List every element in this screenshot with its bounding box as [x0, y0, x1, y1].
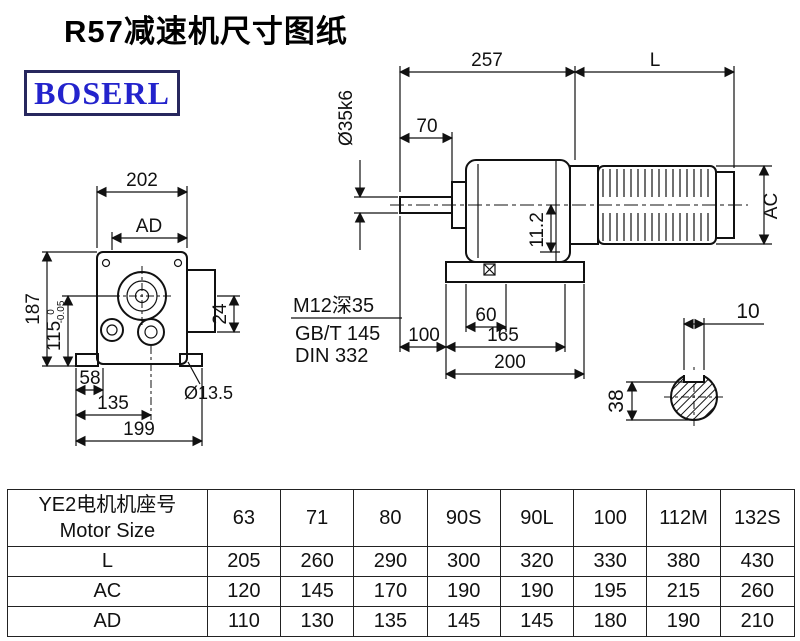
shaft-section-view: 10 38 — [605, 300, 764, 427]
table-cell: 180 — [573, 606, 648, 637]
dim-100-label: 100 — [408, 325, 440, 346]
column-header: 90L — [499, 489, 575, 547]
dim-ad-label: AD — [136, 216, 162, 237]
dim-165-label: 165 — [487, 325, 519, 346]
table-cell: 170 — [353, 576, 428, 607]
dim-10-label: 10 — [736, 300, 759, 323]
table-cell: 145 — [280, 576, 355, 607]
dim-60-label: 60 — [475, 305, 496, 326]
column-header: 112M — [646, 489, 721, 547]
table-row-l: L 205 260 290 300 320 330 380 430 — [7, 546, 796, 577]
dim-70-label: 70 — [416, 116, 437, 137]
front-view-outline — [75, 251, 216, 420]
row-label: AD — [7, 606, 208, 637]
table-cell: 260 — [280, 546, 355, 577]
table-cell: 190 — [646, 606, 721, 637]
column-header: 100 — [573, 489, 648, 547]
std-note-2-label: DIN 332 — [295, 345, 368, 367]
table-cell: 120 — [206, 576, 282, 607]
motor-size-header-cn: YE2电机机座号 — [38, 494, 177, 516]
brand-logo-text: BOSERL — [34, 75, 170, 111]
column-header: 90S — [426, 489, 501, 547]
dim-115-tol-upper: 0 — [46, 309, 57, 315]
dim-ac-label: AC — [761, 193, 782, 219]
dim-24-label: 24 — [210, 303, 231, 325]
table-cell: 210 — [719, 606, 796, 637]
table-cell: 330 — [573, 546, 648, 577]
table-cell: 190 — [499, 576, 575, 607]
table-cell: 195 — [573, 576, 648, 607]
table-cell: 110 — [206, 606, 282, 637]
dim-115-tol-lower: -0.05 — [56, 300, 67, 323]
oil-plug-icon — [483, 263, 496, 276]
front-view-dimensions: 202 AD 187 115 0 -0.05 24 — [23, 170, 240, 447]
page-title: R57减速机尺寸图纸 — [64, 14, 348, 49]
dim-187-label: 187 — [23, 293, 44, 325]
table-cell: 190 — [426, 576, 501, 607]
dim-58-label: 58 — [79, 368, 100, 389]
brand-logo: BOSERL — [24, 70, 180, 116]
dia-foot-hole-label: Ø13.5 — [184, 383, 233, 403]
table-cell: 145 — [426, 606, 501, 637]
table-cell: 260 — [719, 576, 796, 607]
std-note-1-label: GB/T 145 — [295, 323, 380, 345]
column-header: 63 — [206, 489, 282, 547]
dia-shaft-label: Ø35k6 — [336, 90, 357, 146]
table-cell: 215 — [646, 576, 721, 607]
dim-200-label: 200 — [494, 352, 526, 373]
table-cell: 320 — [499, 546, 575, 577]
side-view-outline — [390, 159, 748, 283]
table-cell: 135 — [353, 606, 428, 637]
table-row-ac: AC 120 145 170 190 190 195 215 260 — [7, 576, 796, 607]
column-header: 80 — [353, 489, 428, 547]
dim-202-label: 202 — [126, 170, 158, 191]
table-cell: 430 — [719, 546, 796, 577]
motor-size-table: YE2电机机座号 Motor Size 63 71 80 90S 90L 100… — [7, 489, 796, 637]
table-cell: 290 — [353, 546, 428, 577]
dim-38-label: 38 — [605, 389, 628, 412]
motor-size-header-cell: YE2电机机座号 Motor Size — [7, 489, 208, 547]
dim-l-label: L — [650, 50, 661, 71]
motor-size-header-en: Motor Size — [59, 520, 156, 542]
table-cell: 300 — [426, 546, 501, 577]
column-header: 71 — [280, 489, 355, 547]
row-label: L — [7, 546, 208, 577]
row-label: AC — [7, 576, 208, 607]
dim-199-label: 199 — [123, 419, 155, 440]
table-cell: 205 — [206, 546, 282, 577]
table-header-row: YE2电机机座号 Motor Size 63 71 80 90S 90L 100… — [7, 489, 796, 547]
table-row-ad: AD 110 130 135 145 145 180 190 210 — [7, 606, 796, 637]
column-header: 132S — [719, 489, 796, 547]
dim-11-2-label: 11.2 — [527, 212, 548, 248]
technical-drawing: 202 AD 187 115 0 -0.05 24 — [23, 50, 782, 447]
side-view-dimensions: 257 L 70 Ø35k6 M12深35 GB/T 145 DIN 332 1… — [291, 50, 782, 380]
dim-135-label: 135 — [97, 393, 129, 414]
table-cell: 145 — [499, 606, 575, 637]
table-cell: 130 — [280, 606, 355, 637]
dim-257-label: 257 — [471, 50, 503, 71]
dim-115-label: 115 — [44, 321, 65, 351]
table-cell: 380 — [646, 546, 721, 577]
thread-note-label: M12深35 — [293, 294, 374, 317]
